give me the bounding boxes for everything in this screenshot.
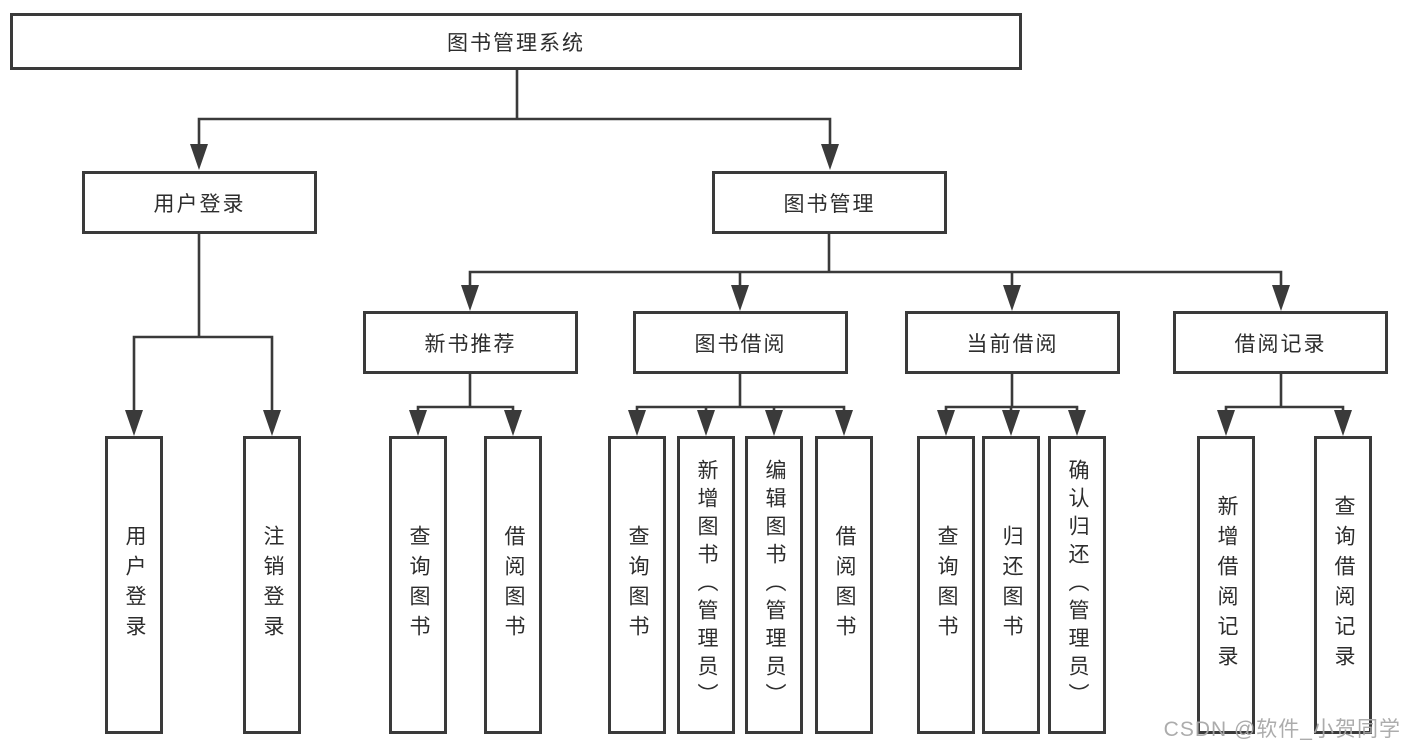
leaf-confirm-return-admin: 确认归还（管理员） — [1048, 436, 1106, 734]
arrow-down-icon — [504, 410, 522, 436]
node-borrowing-records: 借阅记录 — [1173, 311, 1388, 374]
arrow-down-icon — [1068, 410, 1086, 436]
csdn-watermark: CSDN @软件_小贺同学 — [1163, 718, 1401, 741]
node-new-book-recommend: 新书推荐 — [363, 311, 578, 374]
connector-bookborrow-to-leaves — [635, 372, 846, 418]
connector-currentborrow-to-leaves — [944, 372, 1079, 418]
leaf-return-books: 归还图书 — [982, 436, 1040, 734]
arrow-down-icon — [821, 144, 839, 170]
arrow-down-icon — [1272, 285, 1290, 311]
node-book-management: 图书管理 — [712, 171, 947, 234]
node-root-system: 图书管理系统 — [10, 13, 1022, 70]
arrow-down-icon — [1217, 410, 1235, 436]
leaf-borrow-query-books: 查询图书 — [608, 436, 666, 734]
connector-newbook-to-leaves — [416, 372, 515, 418]
arrow-down-icon — [731, 285, 749, 311]
leaf-add-books-admin: 新增图书（管理员） — [677, 436, 735, 734]
connector-records-to-leaves — [1224, 372, 1345, 418]
arrow-down-icon — [628, 410, 646, 436]
leaf-borrow-books: 借阅图书 — [815, 436, 873, 734]
arrow-down-icon — [190, 144, 208, 170]
node-current-borrowing: 当前借阅 — [905, 311, 1120, 374]
arrow-down-icon — [461, 285, 479, 311]
arrow-down-icon — [409, 410, 427, 436]
connector-userlogin-to-leaves — [132, 232, 274, 416]
arrow-down-icon — [1334, 410, 1352, 436]
node-book-borrowing: 图书借阅 — [633, 311, 848, 374]
leaf-newbook-query-books: 查询图书 — [389, 436, 447, 734]
arrow-down-icon — [937, 410, 955, 436]
arrow-down-icon — [697, 410, 715, 436]
leaf-newbook-borrow-books: 借阅图书 — [484, 436, 542, 734]
leaf-add-borrow-record: 新增借阅记录 — [1197, 436, 1255, 734]
arrow-down-icon — [263, 410, 281, 436]
leaf-current-query-books: 查询图书 — [917, 436, 975, 734]
arrow-down-icon — [765, 410, 783, 436]
leaf-logout: 注销登录 — [243, 436, 301, 734]
leaf-user-login: 用户登录 — [105, 436, 163, 734]
leaf-edit-books-admin: 编辑图书（管理员） — [745, 436, 803, 734]
arrow-down-icon — [1002, 410, 1020, 436]
connector-root-to-level2 — [197, 68, 832, 150]
arrow-down-icon — [1003, 285, 1021, 311]
connector-bookmgmt-to-level3 — [468, 232, 1283, 292]
node-user-login: 用户登录 — [82, 171, 317, 234]
arrow-down-icon — [835, 410, 853, 436]
leaf-query-borrow-record: 查询借阅记录 — [1314, 436, 1372, 734]
arrow-down-icon — [125, 410, 143, 436]
